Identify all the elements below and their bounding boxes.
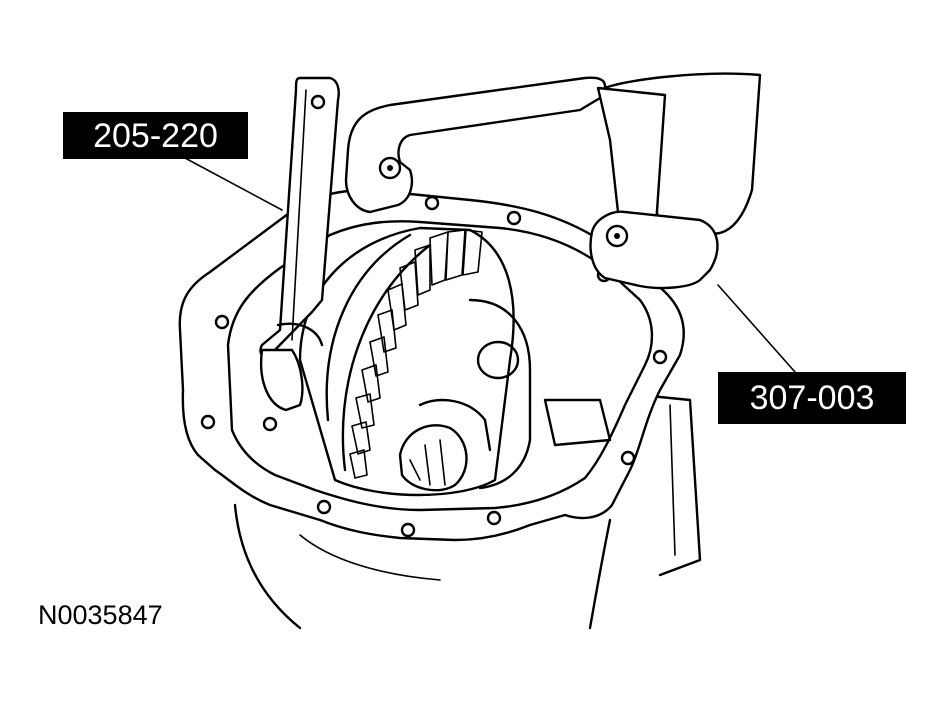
callout-205-220: 205-220	[63, 112, 248, 159]
ring-gear	[298, 226, 612, 497]
axle-housing-body	[233, 72, 762, 630]
callout-307-003: 307-003	[718, 372, 906, 424]
tool-205-220	[259, 76, 340, 412]
leader-lines	[184, 157, 796, 373]
leader-205-220	[184, 157, 283, 211]
leader-307-003	[717, 284, 796, 373]
figure-id: N0035847	[38, 600, 163, 630]
tool-307-003	[344, 76, 719, 290]
